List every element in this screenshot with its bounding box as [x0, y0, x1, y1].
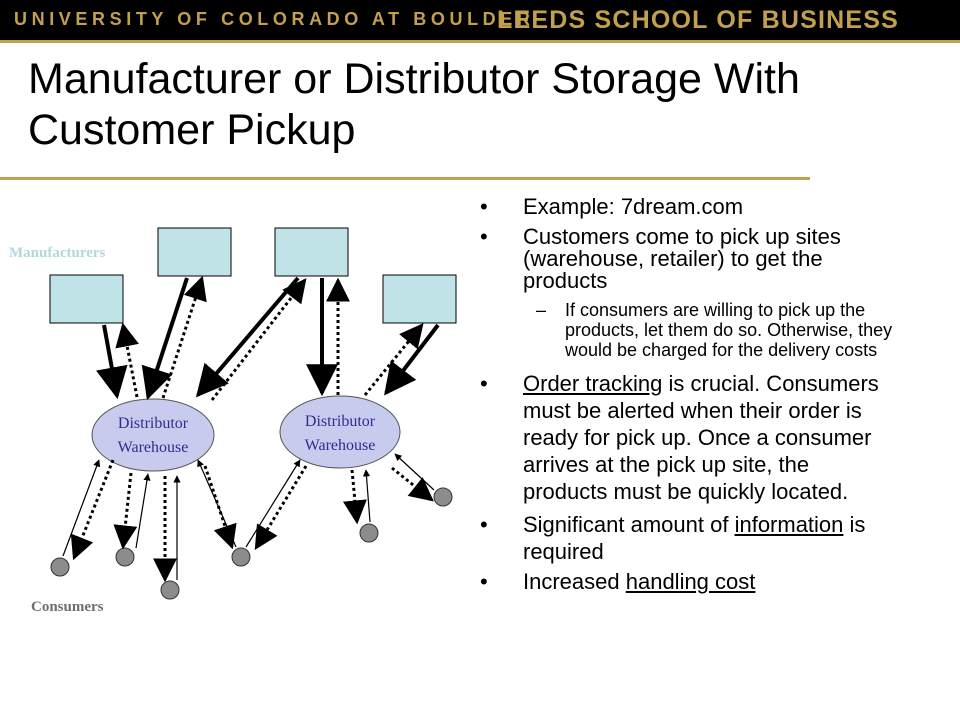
header-bar: UNIVERSITY OF COLORADO AT BOULDER LEEDS …: [0, 0, 960, 40]
warehouse-right-line1: Distributor: [305, 413, 376, 430]
header-rule: [0, 40, 960, 43]
university-name: UNIVERSITY OF COLORADO AT BOULDER: [14, 9, 535, 29]
consumer-node: [50, 557, 70, 577]
bullet-text: is required: [523, 512, 866, 564]
warehouse-right-line2: Warehouse: [305, 437, 376, 454]
consumer-node: [433, 487, 453, 507]
consumer-node: [231, 547, 251, 567]
manufacturer-box: [382, 274, 457, 324]
warehouse-left: Distributor Warehouse: [91, 398, 215, 472]
consumer-node: [359, 523, 379, 543]
pickup-arrow: [62, 459, 101, 557]
bullet-order-tracking: •Order tracking is crucial. Consumers mu…: [480, 371, 879, 504]
notify-arrow: [254, 465, 308, 551]
warehouse-right: Distributor Warehouse: [279, 395, 401, 469]
information-term: information: [734, 512, 844, 537]
manufacturer-box: [49, 274, 124, 324]
order-tracking-term: Order tracking: [523, 371, 663, 396]
notify-arrow: [391, 466, 434, 502]
supply-arrow: [141, 277, 189, 401]
info-arrow: [210, 278, 307, 401]
bullet-text: Customers come to pick up sites (warehou…: [523, 224, 841, 293]
distribution-diagram: Manufacturers Consumers Distributor Ware…: [9, 227, 457, 615]
manufacturer-box: [274, 227, 349, 277]
warehouse-left-line1: Distributor: [118, 415, 189, 432]
notify-arrow: [203, 465, 237, 550]
bullet-list: •Example: 7dream.com •Customers come to …: [476, 196, 896, 601]
pickup-arrow: [245, 459, 301, 548]
title-rule: [0, 177, 810, 180]
bullet-example: •Example: 7dream.com: [480, 194, 744, 219]
bullet-text: Example: 7dream.com: [523, 194, 744, 219]
supply-arrow: [96, 324, 128, 400]
consumers-label: Consumers: [31, 599, 104, 615]
pickup-arrow: [197, 459, 237, 548]
warehouse-left-line2: Warehouse: [118, 439, 189, 456]
consumer-node: [115, 547, 135, 567]
school-name: LEEDS SCHOOL OF BUSINESS: [497, 6, 900, 34]
bullet-text: Increased: [523, 569, 626, 594]
bullet-text: is crucial. Consumers must be alerted wh…: [523, 371, 879, 504]
bullet-handling-cost: •Increased handling cost: [480, 569, 756, 594]
slide-title: Manufacturer or Distributor Storage With…: [28, 55, 800, 154]
pickup-arrow: [394, 453, 435, 491]
bullet-information: •Significant amount of information is re…: [480, 512, 866, 564]
supply-arrow: [195, 276, 300, 398]
handling-cost-term: handling cost: [625, 569, 756, 594]
bullet-customers: •Customers come to pick up sites (wareho…: [480, 224, 841, 293]
manufacturer-box: [157, 227, 232, 277]
consumer-node: [160, 580, 180, 600]
pickup-arrow: [362, 469, 371, 523]
manufacturers-label: Manufacturers: [9, 245, 106, 261]
info-arrow: [115, 322, 139, 398]
notify-arrow: [113, 472, 138, 550]
supply-arrow: [384, 323, 440, 396]
bullet-text: Significant amount of: [523, 512, 735, 537]
sub-bullet-text: If consumers are willing to pick up the …: [565, 300, 893, 360]
pickup-arrow: [135, 473, 151, 549]
notify-arrow: [342, 469, 367, 525]
sub-bullet-delivery: –If consumers are willing to pick up the…: [536, 300, 893, 360]
